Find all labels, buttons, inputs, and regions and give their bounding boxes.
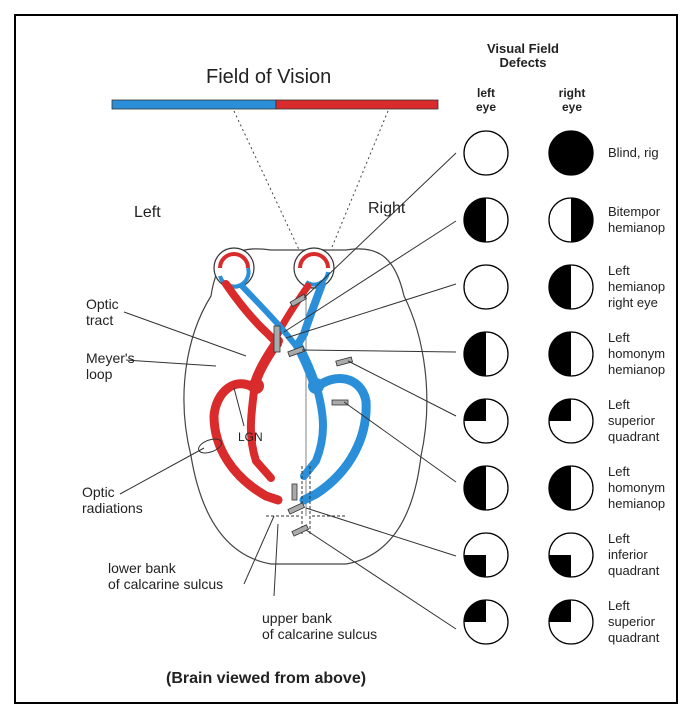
defect-right-eye-5 [549,399,593,443]
lgn-label: LGN [238,430,263,444]
defect-right-eye-2 [549,198,593,242]
defect-left-eye-4 [464,332,508,376]
defect-right-eye-8 [549,600,593,644]
field-bar-left [112,100,276,109]
right-lgn [308,378,324,394]
defect-label-3: Left hemianop right eye [608,263,665,311]
left-eye-header: left eye [464,86,508,114]
upper-bank-label: upper bank of calcarine sulcus [262,610,377,642]
defect-label-8: Left superior quadrant [608,598,659,646]
left-side-label: Left [134,204,161,222]
defect-left-eye-8 [464,600,508,644]
defect-label-4: Left homonym hemianop [608,330,665,378]
defect-left-eye-1 [464,131,508,175]
right-eye [294,248,334,288]
defect-left-eye-7 [464,533,508,577]
defect-label-2: Bitempor hemianop [608,204,665,236]
defect-left-eye-3 [464,265,508,309]
field-of-vision-title: Field of Vision [206,66,331,89]
left-eye [214,248,254,288]
defect-left-eye-2 [464,198,508,242]
caption: (Brain viewed from above) [166,670,366,688]
defect-right-eye-1 [549,131,593,175]
right-side-label: Right [368,200,405,218]
right-eye-header: right eye [550,86,594,114]
defect-left-eye-6 [464,466,508,510]
defect-circles [464,131,593,644]
optic-radiations-label: Optic radiations [82,484,143,516]
defect-right-eye-3 [549,265,593,309]
field-bar-right [276,100,438,109]
defect-right-eye-4 [549,332,593,376]
left-lgn [248,378,264,394]
figure-frame: Field of Vision Left Right Optic tract M… [14,14,678,704]
optic-tract-label: Optic tract [86,296,119,328]
defect-right-eye-6 [549,466,593,510]
meyers-loop-label: Meyer's loop [86,350,135,382]
defect-label-6: Left homonym hemianop [608,464,665,512]
defect-label-7: Left inferior quadrant [608,531,659,579]
defect-label-1: Blind, rig [608,145,659,161]
lower-bank-label: lower bank of calcarine sulcus [108,560,223,592]
defects-title: Visual Field Defects [478,42,568,70]
defect-left-eye-5 [464,399,508,443]
defect-label-5: Left superior quadrant [608,397,659,445]
defect-right-eye-7 [549,533,593,577]
